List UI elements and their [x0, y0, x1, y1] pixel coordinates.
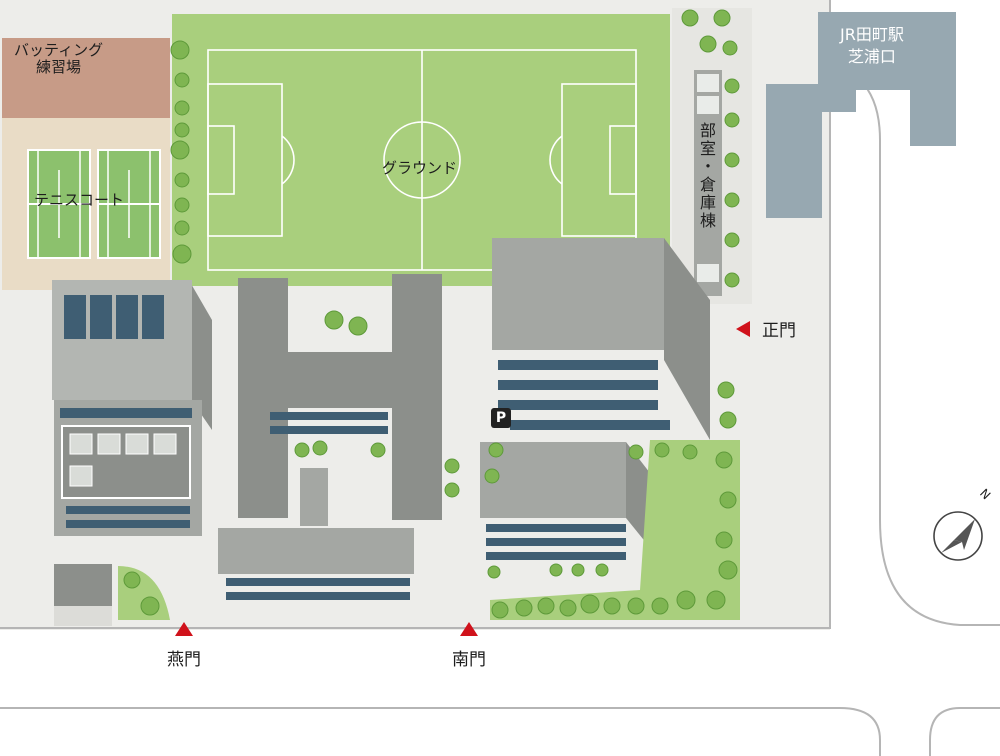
station-label: JR田町駅 芝浦口 — [840, 24, 904, 68]
south-building-windows — [226, 578, 410, 600]
pitch-markings — [207, 49, 637, 271]
trees — [123, 9, 740, 619]
west-building-solar — [64, 295, 164, 339]
southeast-building — [480, 442, 626, 518]
batting-label-line-1: バッティング — [14, 41, 104, 59]
south-building — [218, 528, 414, 574]
west-building-side — [190, 282, 212, 430]
club-storage-char-4: 倉 — [700, 175, 717, 194]
parking-icon: P — [491, 408, 511, 428]
south-gate-label: 南門 — [452, 650, 486, 670]
main-gate-label: 正門 — [762, 321, 796, 341]
ground-label: グラウンド — [382, 159, 458, 177]
club-storage-windows — [697, 74, 719, 282]
west-building-roof-units — [69, 433, 177, 487]
compass — [933, 511, 983, 561]
south-gate-marker-icon — [460, 622, 478, 636]
club-storage-char-3: ・ — [700, 157, 717, 176]
small-building-sw — [54, 564, 112, 606]
small-building-sw-front — [54, 606, 112, 626]
main-building — [492, 238, 664, 350]
road-curve — [859, 79, 1000, 626]
batting-range-label: バッティング 練習場 — [14, 41, 104, 77]
outer-sidewalk — [0, 630, 1000, 710]
batting-area — [2, 38, 170, 118]
central-building-bridge — [238, 352, 442, 408]
tsubame-gate-label: 燕門 — [167, 650, 201, 670]
tennis-courts — [27, 149, 161, 259]
southeast-building-windows — [486, 524, 626, 560]
main-gate-marker-icon — [736, 320, 750, 337]
jr-station-building — [766, 12, 956, 218]
south-road-edge-right — [929, 707, 1000, 756]
station-exit: 芝浦口 — [847, 47, 896, 66]
tsubame-gate-marker-icon — [175, 622, 193, 636]
station-name: JR田町駅 — [840, 25, 904, 44]
club-storage-char-2: 室 — [700, 139, 717, 158]
central-building-windows — [270, 412, 388, 434]
main-building-windows — [498, 360, 670, 430]
club-storage-char-5: 庫 — [700, 193, 717, 212]
tennis-court-label: テニスコート — [34, 191, 125, 209]
club-storage-char-1: 部 — [700, 121, 717, 140]
batting-label-line-2: 練習場 — [36, 58, 82, 77]
road-outline — [0, 0, 831, 629]
south-gate[interactable]: 南門 — [452, 622, 486, 670]
central-annex — [300, 468, 328, 526]
club-storage-char-6: 棟 — [700, 211, 717, 230]
south-road-edge — [0, 707, 881, 756]
main-gate[interactable]: 正門 — [736, 316, 796, 341]
club-storage-label: 部 室 ・ 倉 庫 棟 — [700, 122, 716, 230]
main-building-side — [664, 238, 710, 440]
southeast-lawn — [490, 440, 740, 620]
west-building-windows — [60, 408, 192, 528]
tsubame-gate[interactable]: 燕門 — [167, 622, 201, 670]
